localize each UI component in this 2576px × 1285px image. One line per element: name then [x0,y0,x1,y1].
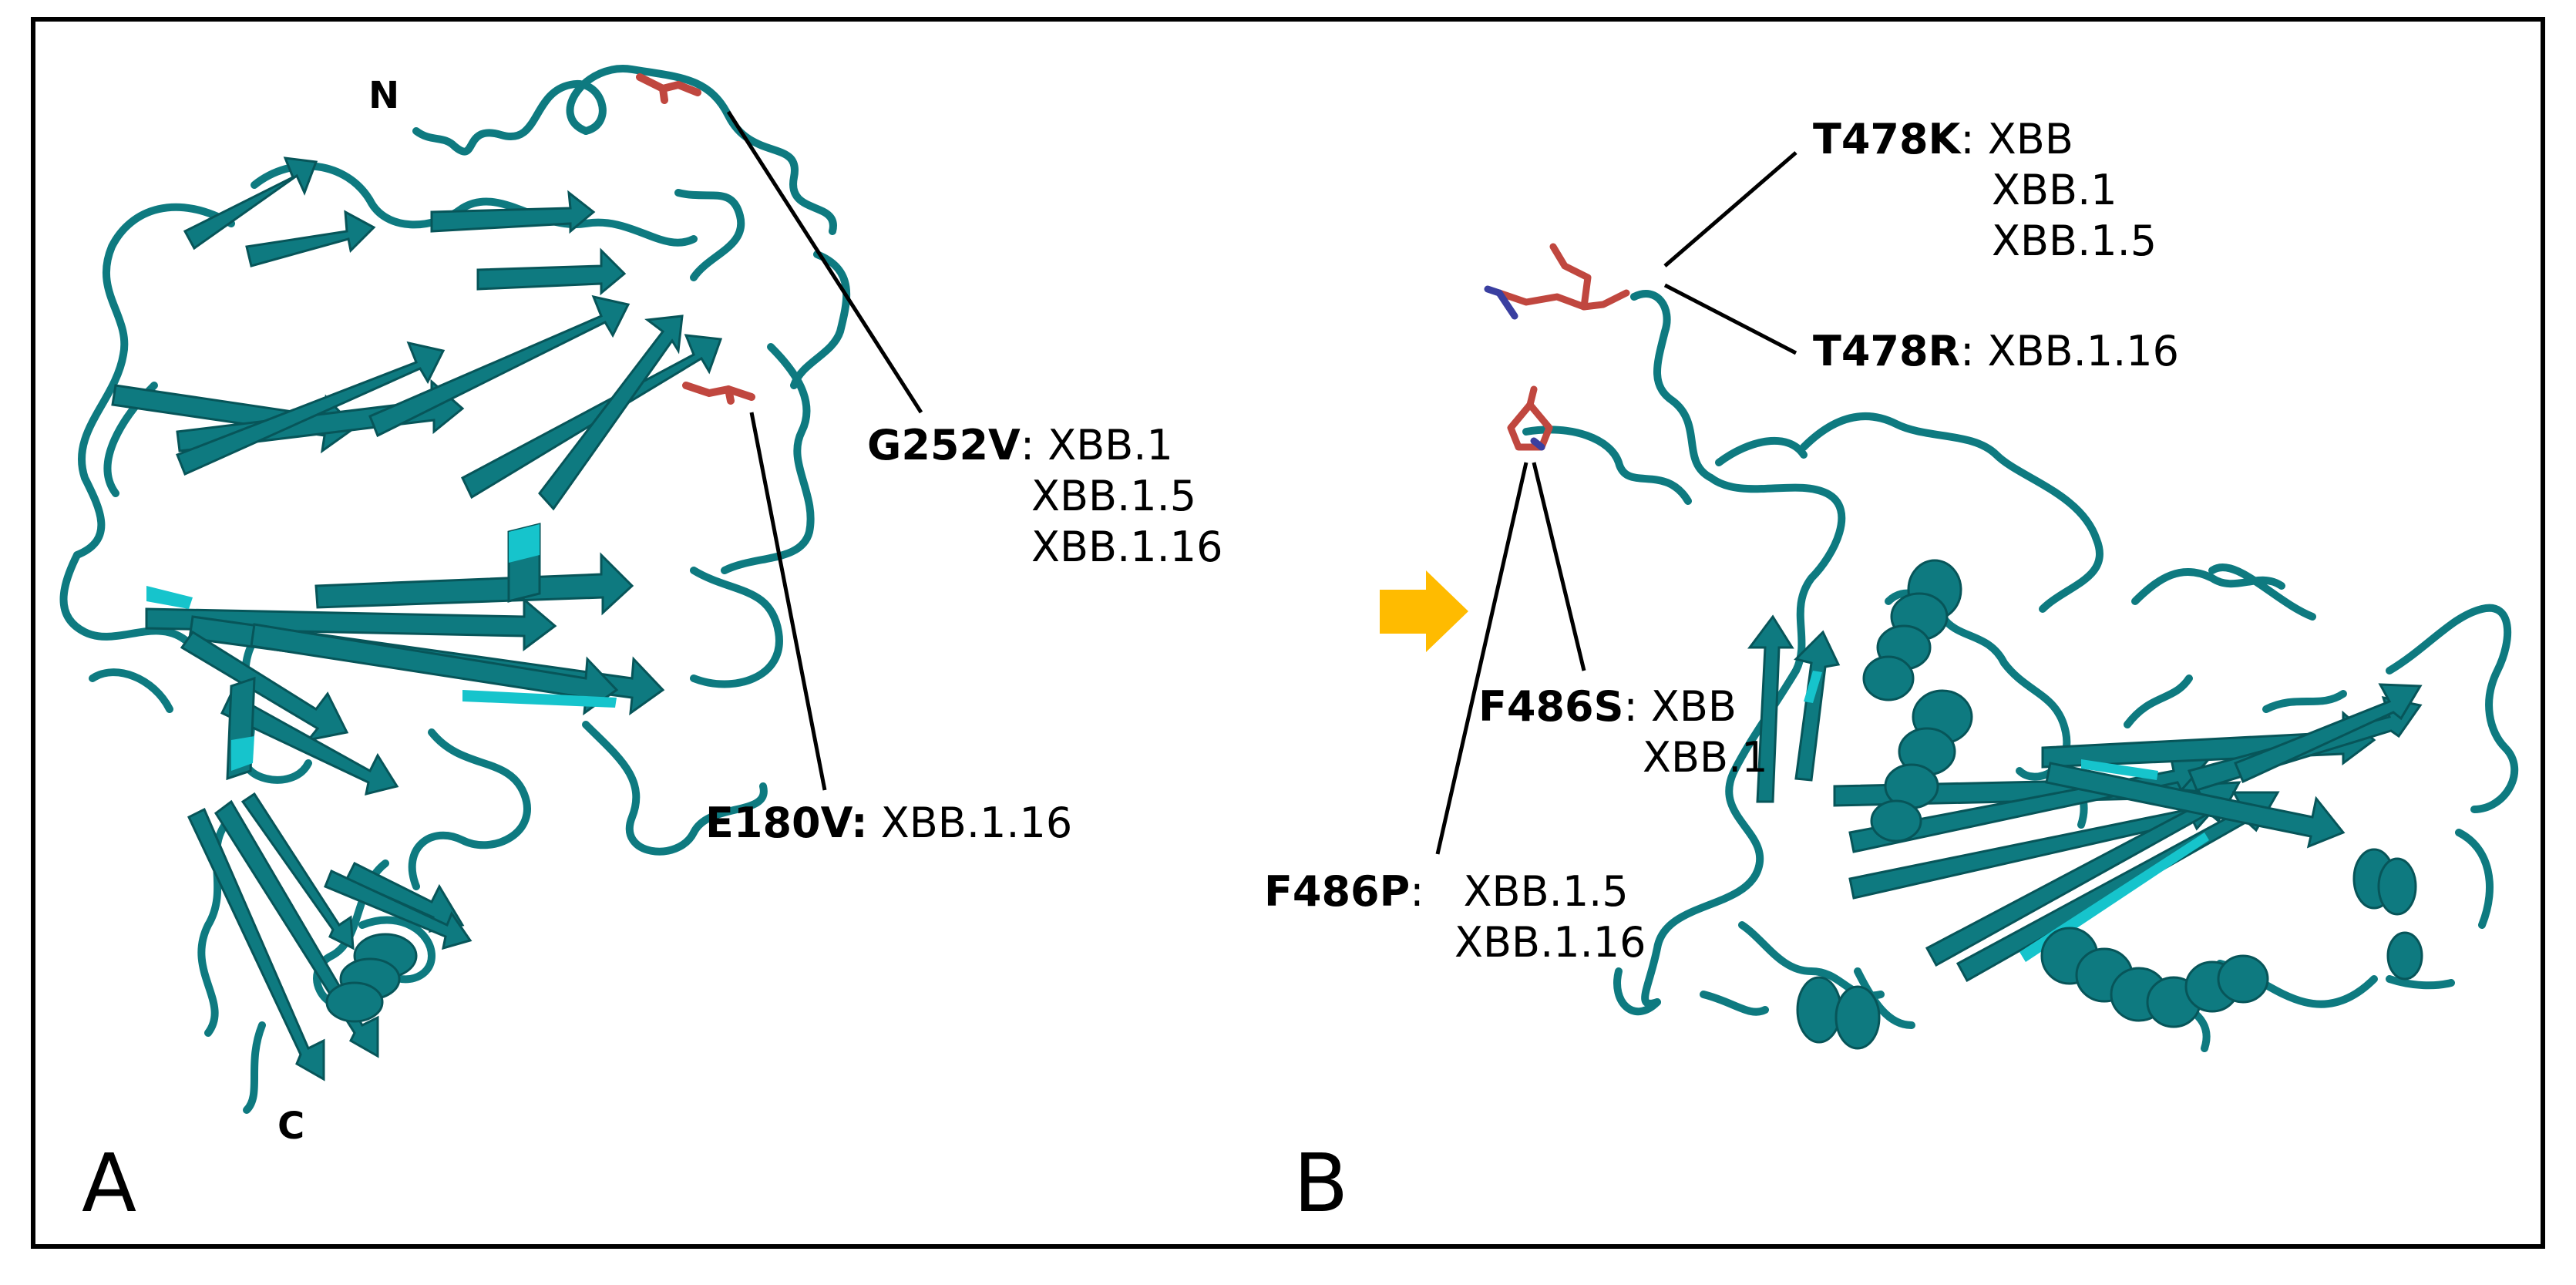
panel-a-strand-highlights [146,524,617,771]
mutation-label-f486p: F486P: XBB.1.5 XBB.1.16 [1264,866,1646,968]
leader-line-f486s [1532,462,1586,671]
mutation-site: G252V [867,421,1021,469]
variant-label: XBB.1.16 [1031,523,1223,571]
leader-line-g252v [726,110,923,414]
leader-line-t478k [1663,151,1797,267]
mutation-site: F486P [1264,867,1411,916]
variant-label: XBB [1987,115,2073,163]
variant-label: XBB.1.5 [1463,867,1629,916]
panel-a-residue-e180 [682,382,755,405]
mutation-separator: : [1410,867,1424,916]
panel-b-beta-strands [1747,614,2423,983]
panel-b-helices [1796,559,2423,1050]
panel-b-residue-t478 [1484,243,1630,320]
panel-a-residue-g252 [636,73,701,104]
mutation-separator: : [1020,421,1035,469]
variant-label: XBB.1.16 [1987,327,2179,375]
panel-b-protein-structure [1484,243,2519,1052]
leader-line-e180v [749,412,827,791]
variant-label: XBB.1.5 [1992,217,2157,265]
variant-label: XBB [1650,682,1737,731]
mutation-separator: : [1960,327,1975,375]
panel-a-protein-structure [59,65,851,1114]
mutation-label-t478k: T478K: XBB XBB.1 XBB.1.5 [1813,114,2157,267]
mutation-label-e180v: E180V: XBB.1.16 [705,798,1072,849]
mutation-site: T478R [1813,327,1961,375]
figure-border [31,17,2545,1249]
mutation-site: E180V: [705,799,868,847]
leader-line-t478r [1663,283,1797,355]
variant-label: XBB.1.16 [880,799,1073,847]
leader-line-f486p [1435,462,1528,855]
mutation-label-f486s: F486S: XBB XBB.1 [1478,681,1768,783]
panel-a-label: A [82,1136,137,1230]
mutation-separator: : [1960,115,1975,163]
n-terminus-label: N [368,74,400,117]
variant-label: XBB.1.5 [1031,472,1197,520]
variant-label: XBB.1.16 [1454,918,1646,967]
variant-label: XBB.1 [1992,166,2117,214]
variant-label: XBB.1 [1048,421,1173,469]
mutation-label-g252v: G252V: XBB.1 XBB.1.5 XBB.1.16 [867,420,1222,573]
variant-label: XBB.1 [1643,733,1768,782]
c-terminus-label: C [277,1105,305,1148]
panel-b-label: B [1293,1136,1349,1230]
leader-lines [726,110,1797,855]
panel-b-residue-f486 [1507,385,1553,451]
mutation-separator: : [1623,682,1638,731]
mutation-site: T478K [1813,115,1961,163]
arrow-icon [1380,570,1468,652]
mutation-site: F486S [1478,682,1624,731]
mutation-label-t478r: T478R: XBB.1.16 [1813,326,2179,377]
panel-a-helix [325,933,418,1023]
